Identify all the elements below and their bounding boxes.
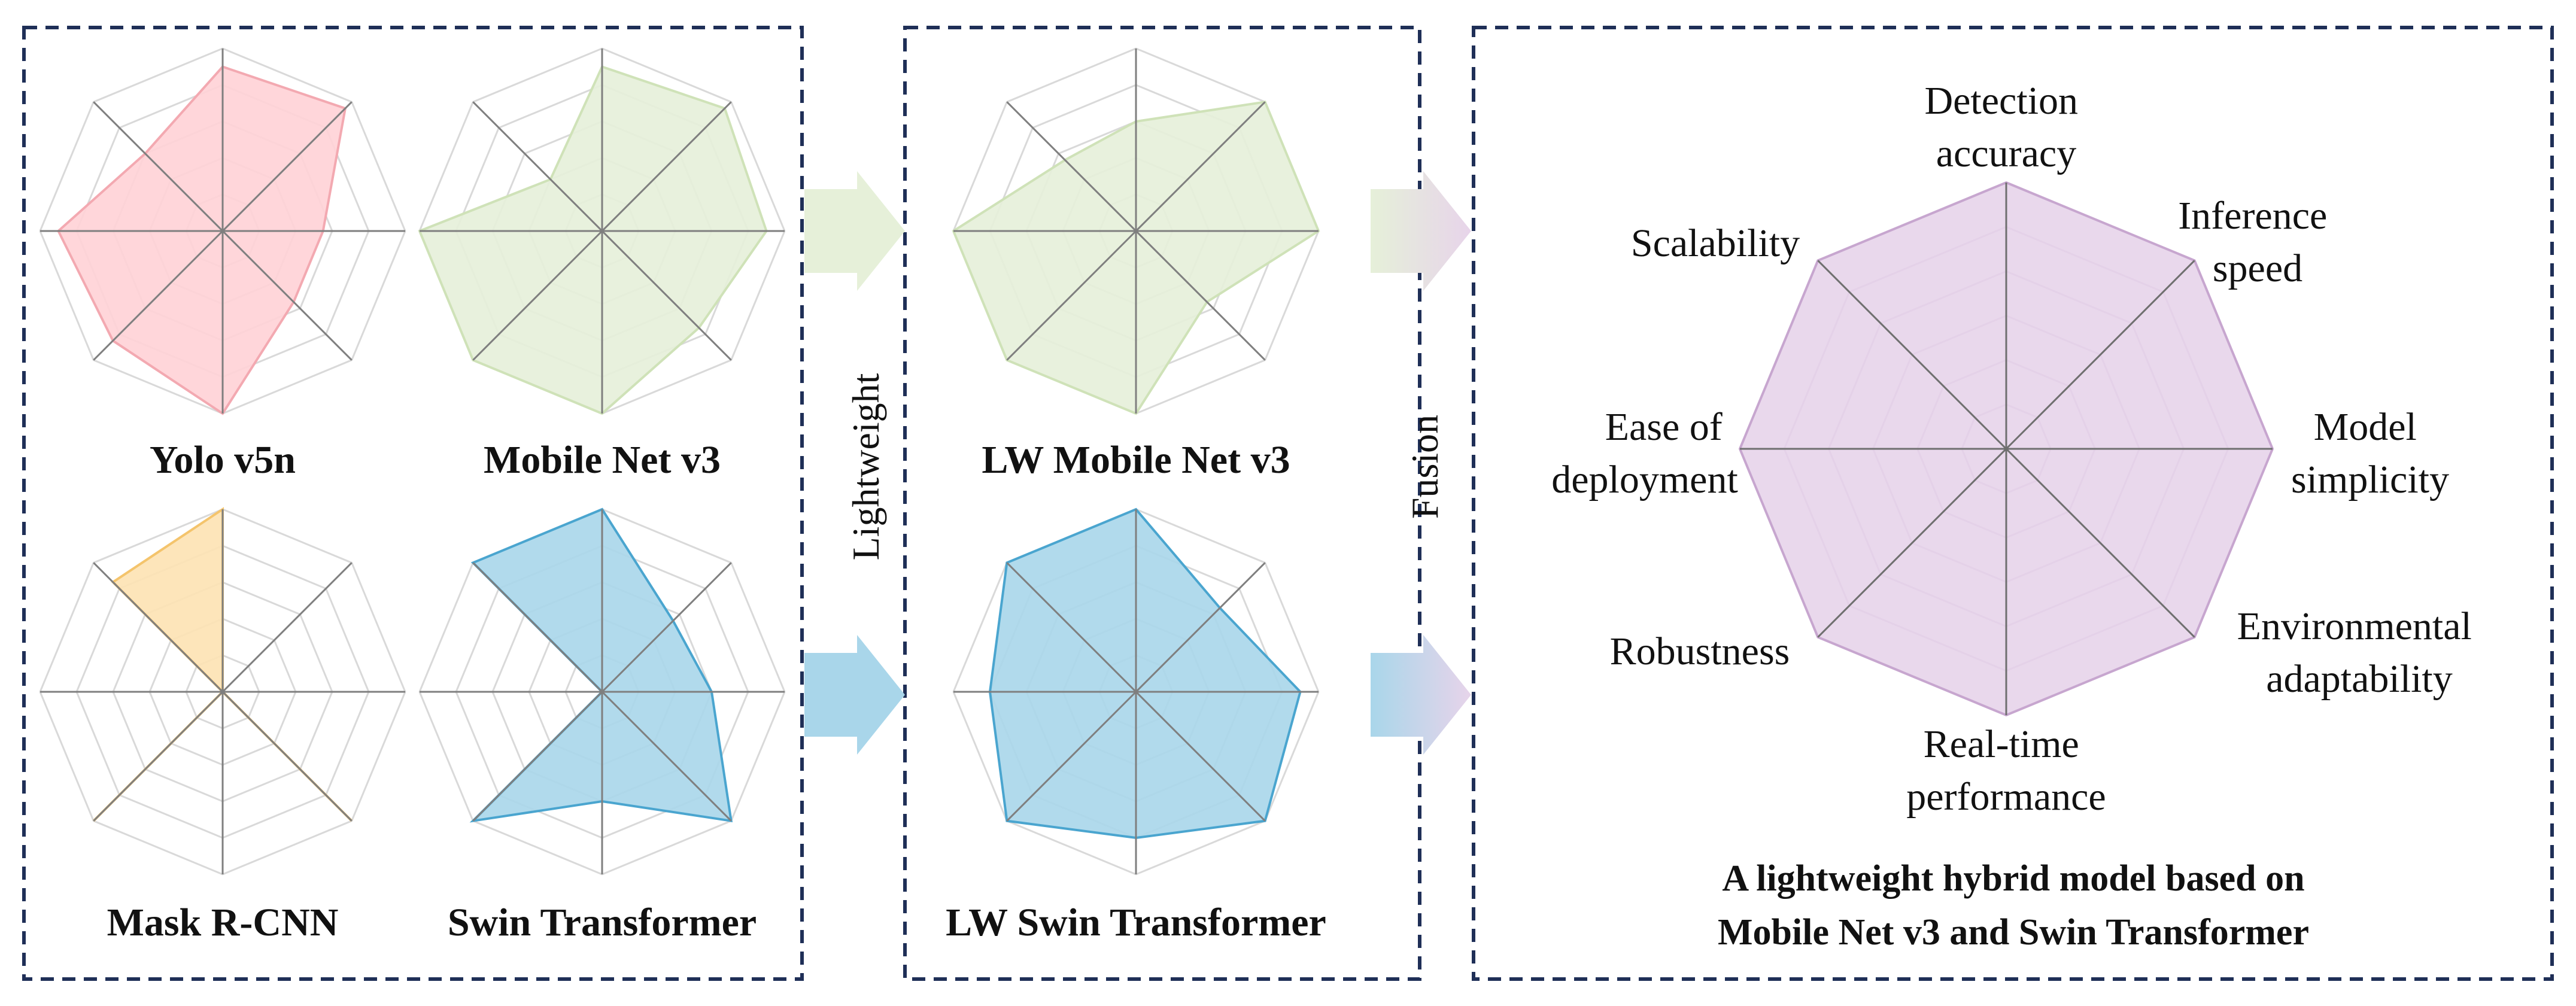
hybrid-caption-line-2: Mobile Net v3 and Swin Transformer (1718, 912, 2309, 953)
chart-label-yolo-v5n: Yolo v5n (150, 438, 296, 482)
arrow-blue-icon (804, 635, 905, 755)
axis-spoke (93, 691, 224, 822)
axis-spoke (93, 101, 224, 232)
radar-chart-lw-swin-transformer (952, 507, 1320, 876)
axis-label-line: performance (1906, 775, 2106, 819)
left-panel-frame (22, 26, 804, 981)
axis-spoke (1817, 260, 2007, 450)
radar-chart-yolo-v5n (39, 47, 406, 415)
axis-spoke (1135, 230, 1266, 361)
fusion-label: Fusion (1404, 415, 1446, 519)
axis-spoke (472, 691, 603, 822)
axis-spoke (601, 230, 732, 361)
axis-label-line: simplicity (2291, 458, 2449, 502)
hybrid-caption-line-1: A lightweight hybrid model based on (1722, 858, 2304, 899)
radar-chart-mobile-net-v3 (418, 47, 786, 415)
axis-spoke (221, 230, 353, 361)
middle-panel-frame (903, 26, 1421, 981)
axis-spoke (601, 562, 732, 693)
chart-label-lw-mobile-net-v3: LW Mobile Net v3 (982, 438, 1290, 482)
axis-spoke (472, 230, 603, 361)
axis-label-line: speed (2213, 247, 2302, 290)
axis-label-scalability: Scalability (1631, 221, 1800, 265)
axis-label-line: deployment (1551, 458, 1738, 502)
right-panel-frame (1472, 26, 2554, 981)
axis-label-real-time-performance: Real-time performance (1906, 722, 2106, 819)
axis-spoke (221, 562, 353, 693)
axis-spoke (1006, 562, 1137, 693)
radar-chart-lw-mobile-net-v3 (952, 47, 1320, 415)
axis-spoke (1135, 562, 1266, 693)
axis-label-line: Detection (1924, 79, 2078, 123)
chart-label-mobile-net-v3: Mobile Net v3 (484, 438, 721, 482)
fusion-arrow-top-icon (1371, 171, 1471, 291)
axis-spoke (472, 101, 603, 232)
radar-chart-hybrid-model (1738, 181, 2274, 717)
axis-label-line: Environmental (2237, 604, 2472, 648)
axis-label-line: Real-time (1924, 722, 2079, 766)
axis-label-line: Model (2314, 405, 2417, 449)
axis-label-model-simplicity: Model simplicity (2291, 405, 2449, 502)
axis-spoke (93, 230, 224, 361)
axis-spoke (472, 562, 603, 693)
chart-label-swin-transformer: Swin Transformer (448, 901, 757, 944)
axis-label-environmental-adaptability: Environmental adaptability (2237, 604, 2482, 701)
axis-spoke (1817, 448, 2007, 638)
axis-spoke (2005, 448, 2195, 638)
chart-label-lw-swin-transformer: LW Swin Transformer (946, 901, 1326, 944)
axis-spoke (93, 562, 224, 693)
axis-spoke (1135, 691, 1266, 822)
lightweight-label: Lightweight (845, 373, 887, 560)
axis-label-line: Ease of (1605, 405, 1723, 449)
axis-spoke (1006, 691, 1137, 822)
axis-label-ease-of-deployment: Ease of deployment (1551, 405, 1738, 502)
axis-spoke (1006, 230, 1137, 361)
axis-spoke (1006, 101, 1137, 232)
arrow-green-icon (804, 171, 905, 291)
axis-spoke (221, 101, 353, 232)
axis-label-robustness: Robustness (1610, 630, 1790, 673)
radar-chart-mask-r-cnn (39, 507, 406, 876)
axis-spoke (601, 101, 732, 232)
axis-label-line: Inference (2178, 194, 2327, 238)
axis-label-detection-accuracy: Detection accuracy (1924, 79, 2088, 175)
axis-spoke (221, 691, 353, 822)
axis-spoke (1135, 101, 1266, 232)
axis-spoke (2005, 260, 2195, 450)
chart-label-mask-r-cnn: Mask R-CNN (107, 901, 339, 944)
radar-chart-swin-transformer (418, 507, 786, 876)
axis-label-line: accuracy (1936, 132, 2076, 175)
axis-label-inference-speed: Inference speed (2178, 194, 2337, 290)
data-area (57, 65, 347, 415)
axis-spoke (601, 691, 732, 822)
fusion-arrow-bottom-icon (1371, 635, 1471, 755)
axis-label-line: adaptability (2266, 657, 2453, 701)
